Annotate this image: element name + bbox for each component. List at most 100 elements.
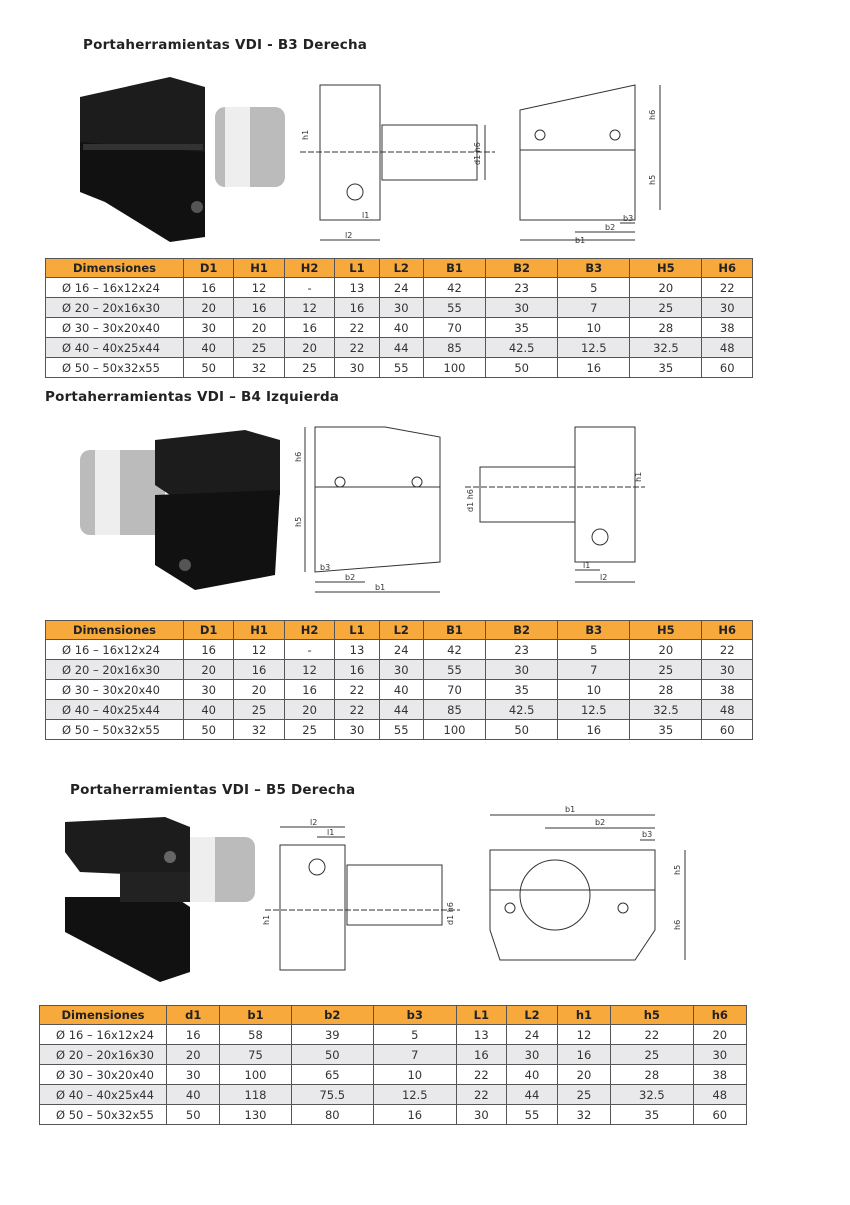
value-cell: 20	[283, 337, 336, 358]
value-cell: 13	[455, 1024, 508, 1045]
value-cell: 22	[455, 1084, 508, 1105]
dimension-cell: Ø 20 – 20x16x30	[39, 1044, 167, 1065]
value-cell: 55	[378, 357, 424, 378]
value-cell: 22	[334, 337, 380, 358]
value-cell: 22	[334, 317, 380, 338]
column-header: L2	[378, 620, 424, 640]
value-cell: 22	[701, 639, 753, 660]
dim-label: b3	[642, 830, 652, 839]
value-cell: 12	[556, 1024, 612, 1045]
drawing-side-b5: l2 l1 h1 d1 h6	[262, 818, 460, 971]
value-cell: 44	[378, 699, 424, 720]
value-cell: 25	[283, 357, 336, 378]
value-cell: 50	[485, 719, 559, 740]
dimension-cell: Ø 40 – 40x25x44	[39, 1084, 167, 1105]
dim-label: l1	[362, 211, 369, 220]
value-cell: 13	[334, 277, 380, 298]
value-cell: 16	[283, 679, 336, 700]
value-cell: 25	[629, 297, 703, 318]
value-cell: 13	[334, 639, 380, 660]
value-cell: 16	[182, 277, 235, 298]
value-cell: 32	[233, 357, 285, 378]
value-cell: 32.5	[629, 699, 703, 720]
value-cell: 100	[422, 719, 487, 740]
column-header: H5	[629, 258, 703, 278]
value-cell: 65	[290, 1064, 375, 1085]
value-cell: 10	[373, 1064, 457, 1085]
value-cell: 70	[422, 679, 487, 700]
column-header: d1	[165, 1005, 221, 1025]
tool-photo-b5	[65, 817, 255, 982]
value-cell: 118	[219, 1084, 292, 1105]
tool-photo-b3	[80, 77, 285, 242]
value-cell: 20	[629, 277, 703, 298]
column-header: L2	[378, 258, 424, 278]
dim-label: b2	[605, 223, 615, 232]
value-cell: 50	[182, 357, 235, 378]
drawing-side-b3: h1 d1 h6 l1 l2	[300, 84, 495, 241]
column-header: L1	[455, 1005, 508, 1025]
dim-label: h5	[673, 865, 682, 875]
value-cell: 32.5	[610, 1084, 694, 1105]
dim-label: d1 h6	[473, 142, 482, 165]
value-cell: 35	[629, 357, 703, 378]
value-cell: 22	[701, 277, 753, 298]
section-title-b4: Portaherramientas VDI – B4 Izquierda	[45, 389, 340, 405]
dimension-cell: Ø 50 – 50x32x55	[39, 1104, 167, 1125]
value-cell: 25	[283, 719, 336, 740]
column-header: h5	[610, 1005, 694, 1025]
dim-label: b2	[345, 573, 355, 582]
dim-label: h1	[262, 915, 271, 925]
value-cell: 28	[629, 679, 703, 700]
value-cell: 20	[165, 1044, 221, 1065]
value-cell: 85	[422, 337, 487, 358]
tool-photo-b4	[80, 430, 280, 590]
value-cell: 38	[701, 317, 753, 338]
value-cell: 16	[557, 719, 631, 740]
value-cell: 40	[378, 679, 424, 700]
value-cell: 16	[557, 357, 631, 378]
column-header: b1	[219, 1005, 292, 1025]
value-cell: 10	[557, 679, 631, 700]
value-cell: 16	[233, 297, 285, 318]
column-header: B3	[557, 258, 631, 278]
value-cell: 20	[233, 317, 285, 338]
value-cell: 24	[506, 1024, 558, 1045]
drawing-side-b4: d1 h6 h1 l1 l2	[465, 426, 645, 583]
dimension-cell: Ø 40 – 40x25x44	[45, 337, 184, 358]
value-cell: 20	[692, 1024, 748, 1045]
dimension-cell: Ø 50 – 50x32x55	[45, 357, 184, 378]
value-cell: 50	[182, 719, 235, 740]
value-cell: 22	[610, 1024, 694, 1045]
column-header: H6	[701, 258, 753, 278]
value-cell: 32	[556, 1104, 612, 1125]
value-cell: 44	[506, 1084, 558, 1105]
value-cell: 12	[283, 659, 336, 680]
column-header: H1	[233, 620, 285, 640]
dim-label: d1 h6	[466, 489, 475, 512]
value-cell: 55	[422, 659, 487, 680]
dim-label: h1	[301, 130, 310, 140]
dim-label: h1	[634, 472, 643, 482]
value-cell: 35	[485, 679, 559, 700]
value-cell: 30	[692, 1044, 748, 1065]
value-cell: 20	[283, 699, 336, 720]
drawing-front-b4: h6 h5 b3 b2 b1	[295, 426, 441, 593]
value-cell: 24	[378, 277, 424, 298]
value-cell: 12.5	[557, 337, 631, 358]
column-header: H6	[701, 620, 753, 640]
value-cell: 16	[556, 1044, 612, 1065]
value-cell: 22	[334, 679, 380, 700]
value-cell: 7	[373, 1044, 457, 1065]
value-cell: 30	[334, 719, 380, 740]
